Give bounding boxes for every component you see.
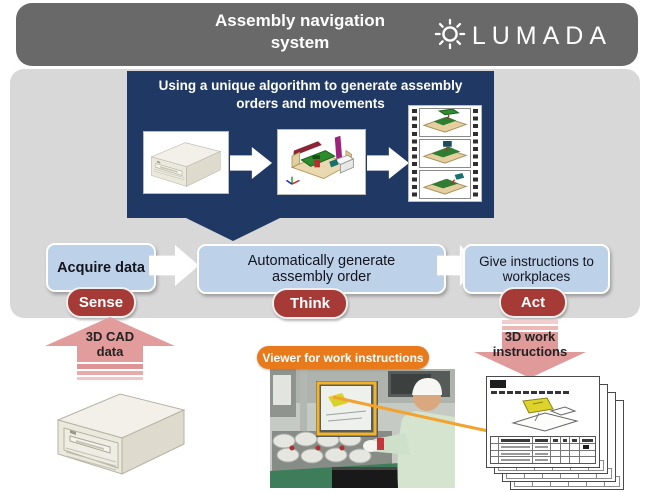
cad-data-arrow-stripe — [77, 364, 143, 369]
sheet-part-image — [511, 397, 579, 432]
header-bar: Assembly navigation system LUMADA — [16, 3, 638, 66]
sheet-table-row — [491, 442, 595, 450]
worker-photo — [270, 369, 455, 488]
cad-model-image — [150, 142, 222, 187]
work-instructions-arrow-body — [502, 332, 558, 353]
cad-model-card — [143, 131, 229, 194]
viewer-badge: Viewer for work instructions — [257, 346, 429, 369]
work-instructions-arrow-label: 3D work instructions — [492, 329, 568, 360]
exploded-model-image — [281, 132, 362, 192]
sheet-table-header-row — [491, 437, 595, 443]
work-arrow-stripe — [502, 326, 558, 330]
work-arrow-stripe — [502, 320, 558, 324]
algorithm-box-title: Using a unique algorithm to generate ass… — [158, 78, 463, 111]
cad-data-arrow — [45, 317, 175, 346]
sheet-table-row — [491, 449, 595, 457]
lumada-logo-text: LUMADA — [471, 22, 612, 50]
sheet-table-row — [491, 456, 595, 463]
film-frame — [419, 170, 471, 199]
film-frames — [419, 107, 471, 200]
page-title: Assembly navigation system — [150, 10, 450, 54]
step-box-generate-order: Automatically generate assembly order — [197, 244, 446, 294]
sheet-title-text-bar — [491, 391, 569, 394]
badge-label: Think — [290, 295, 330, 312]
step-box-acquire-data: Acquire data — [46, 243, 156, 292]
cad-data-arrow-label: 3D CAD data — [85, 329, 135, 360]
badge-label: Sense — [78, 294, 124, 311]
document-stack — [486, 376, 638, 490]
monitor-highlight — [316, 381, 377, 436]
cad-data-arrow-stripe — [77, 377, 143, 380]
badge-think: Think — [272, 288, 348, 319]
badge-act: Act — [499, 287, 567, 318]
lumada-logo: LUMADA — [434, 18, 612, 55]
algorithm-pointer-triangle — [184, 217, 282, 241]
film-sprockets-left — [410, 107, 419, 200]
cad-device-image — [56, 393, 186, 475]
sheet-title-block — [490, 380, 506, 388]
connector-line — [332, 395, 494, 434]
film-frame-image — [422, 109, 468, 133]
work-instructions-arrow — [474, 352, 586, 378]
flow-arrow-icon — [230, 147, 272, 179]
step-label: Automatically generate assembly order — [247, 253, 396, 285]
cad-data-arrow-body — [77, 345, 143, 362]
film-frame — [419, 108, 471, 137]
film-frame-image — [422, 172, 468, 195]
cad-data-arrow-stripe — [77, 371, 143, 375]
exploded-model-card — [277, 129, 366, 195]
film-sprockets-right — [471, 107, 480, 200]
sheet-table — [490, 436, 596, 464]
badge-label: Act — [520, 294, 546, 311]
instruction-sheet — [486, 376, 600, 468]
film-strip — [408, 105, 482, 202]
viewer-badge-label: Viewer for work instructions — [262, 350, 424, 365]
flow-arrow-icon — [367, 147, 409, 179]
badge-sense: Sense — [66, 287, 136, 318]
film-frame-image — [422, 141, 468, 164]
step-box-give-instructions: Give instructions to workplaces — [463, 244, 610, 294]
step-label: Give instructions to workplaces — [479, 254, 594, 284]
page-title-text: Assembly navigation system — [214, 11, 386, 53]
film-frame — [419, 139, 471, 168]
step-label: Acquire data — [57, 259, 145, 276]
lumada-sun-icon — [434, 18, 466, 55]
